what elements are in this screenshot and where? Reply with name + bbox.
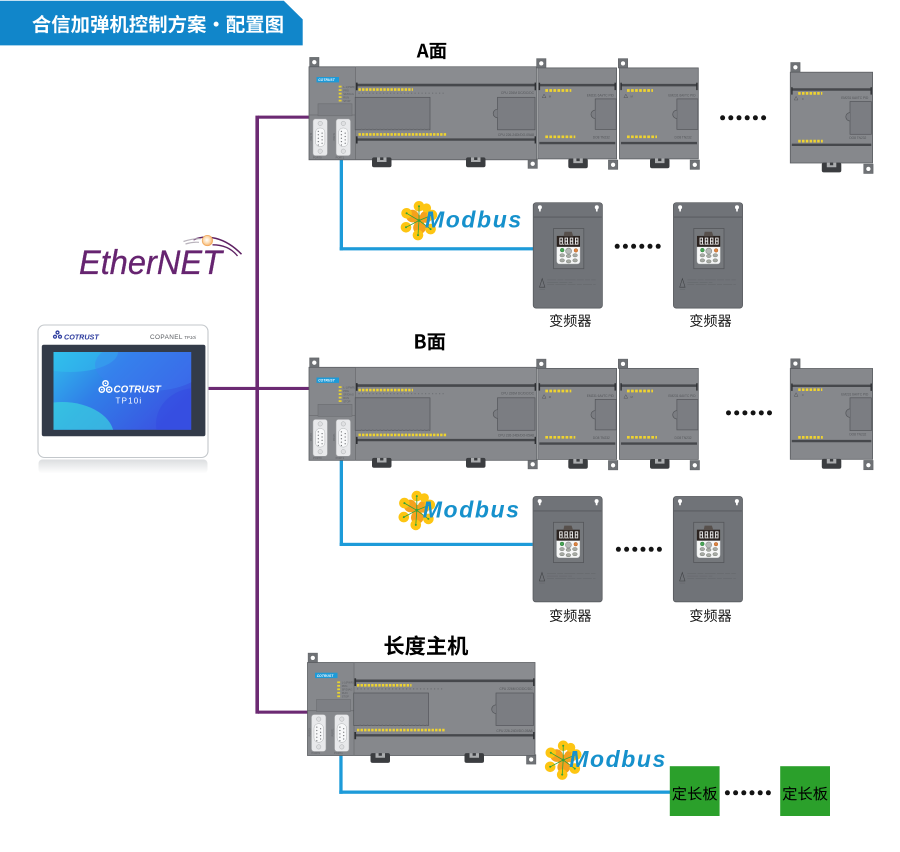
svg-text:COPANEL: COPANEL — [150, 334, 183, 341]
svg-text:COTRUST: COTRUST — [114, 385, 162, 396]
svg-text:EtherNET: EtherNET — [79, 244, 224, 282]
svg-text:TP10i: TP10i — [184, 335, 197, 340]
svg-text:COTRUST: COTRUST — [64, 333, 99, 342]
svg-text:TP10i: TP10i — [116, 397, 143, 406]
